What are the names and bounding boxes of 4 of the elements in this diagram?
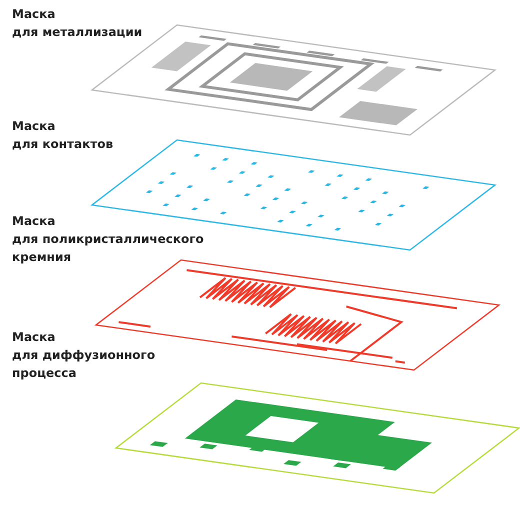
mask-label: Маска для контактов	[12, 118, 114, 153]
mask-label: Маска для металлизации	[12, 6, 144, 41]
mask-label: Маска для диффузионного процесса	[12, 329, 156, 382]
mask-label: Маска для поликристаллического кремния	[12, 213, 205, 266]
